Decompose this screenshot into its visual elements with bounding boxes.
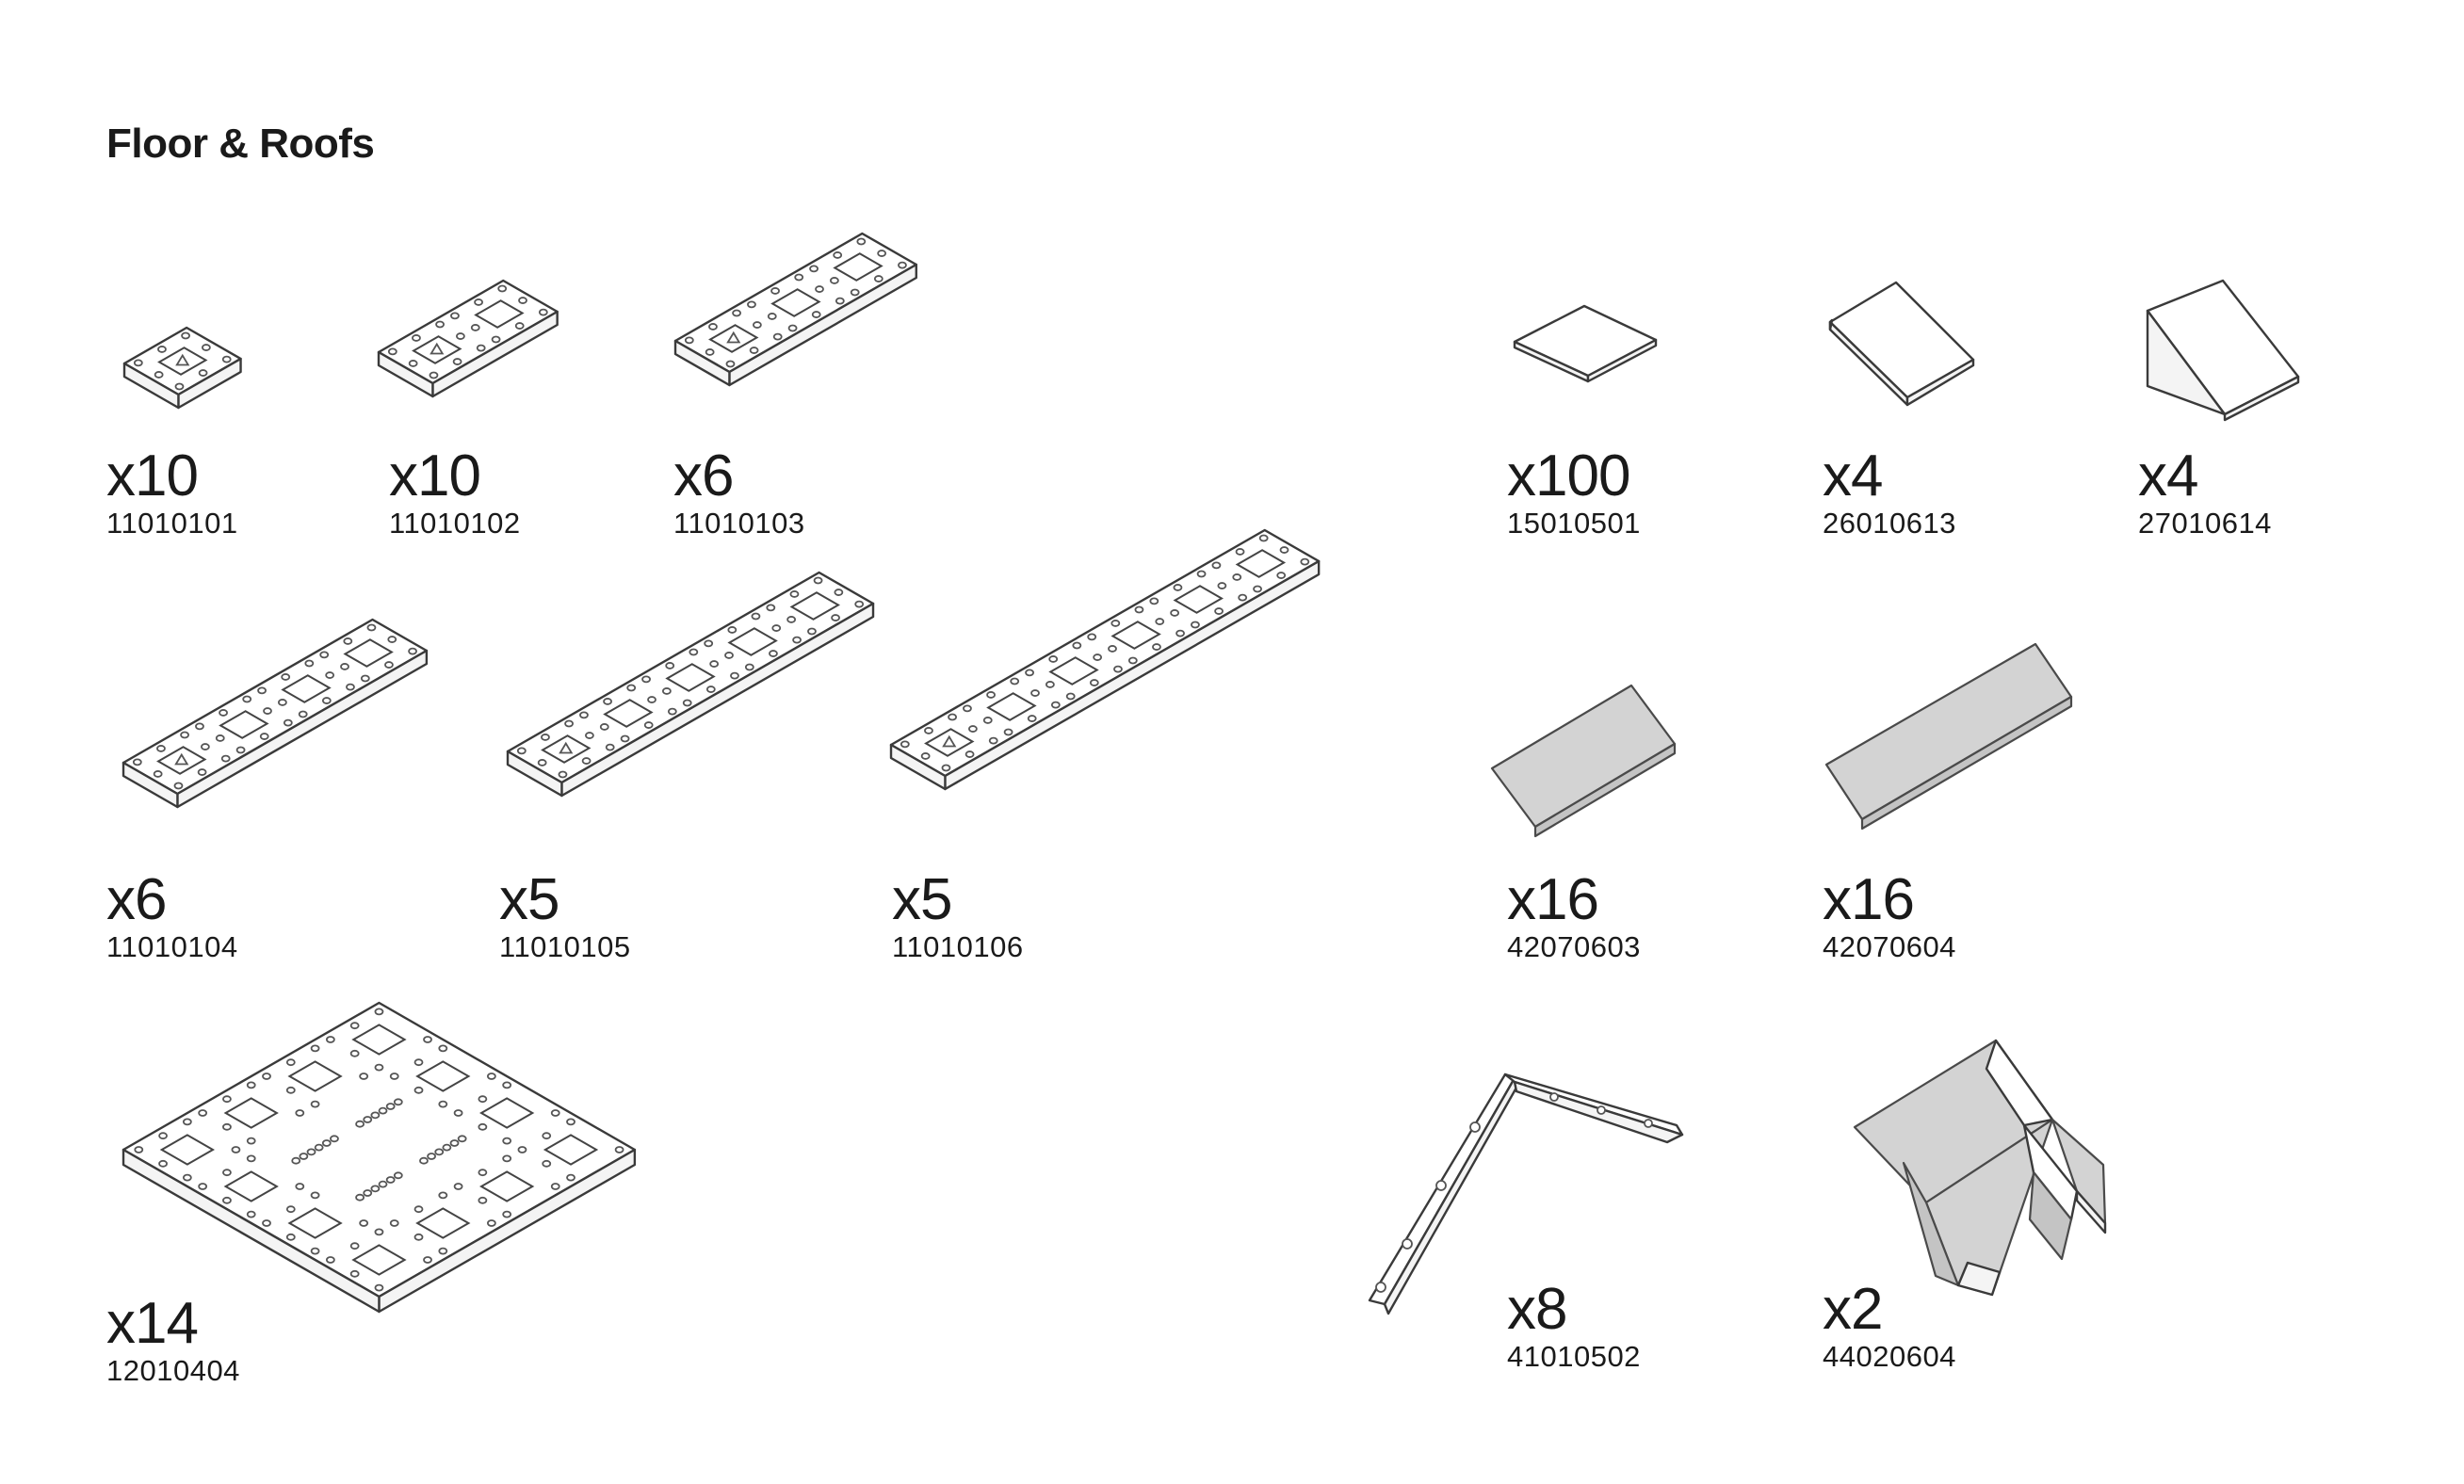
part-code: 27010614	[2138, 507, 2272, 540]
roof-slope-short-illustration	[1490, 684, 1677, 838]
floor-plate-1x4-illustration	[122, 618, 429, 809]
part-code: 44020604	[1823, 1340, 1956, 1373]
roof-ridge-bracket-illustration	[1368, 1073, 1684, 1315]
part-code: 12010404	[106, 1354, 240, 1387]
part-quantity: x4	[1823, 444, 1883, 508]
floor-plate-1x2-illustration	[377, 279, 559, 398]
part-code: 11010102	[389, 507, 521, 540]
slope-tile-illustration	[1828, 281, 1975, 407]
steep-slope-tile-illustration	[2146, 279, 2300, 422]
page-title: Floor & Roofs	[106, 121, 375, 167]
part-quantity: x2	[1823, 1277, 1883, 1342]
part-quantity: x4	[2138, 444, 2198, 508]
part-quantity: x5	[499, 867, 559, 932]
part-code: 42070603	[1507, 930, 1641, 963]
part-quantity: x6	[106, 867, 167, 932]
floor-plate-1x1-illustration	[122, 326, 242, 410]
part-quantity: x5	[892, 867, 952, 932]
part-quantity: x10	[106, 444, 199, 508]
part-code: 26010613	[1823, 507, 1956, 540]
part-quantity: x16	[1823, 867, 1915, 932]
part-code: 11010101	[106, 507, 238, 540]
floor-plate-1x6-illustration	[889, 528, 1321, 791]
part-code: 41010502	[1507, 1340, 1641, 1373]
roof-slope-long-illustration	[1824, 642, 2073, 831]
part-code: 11010106	[892, 930, 1024, 963]
part-quantity: x16	[1507, 867, 1599, 932]
floor-plate-1x3-illustration	[673, 232, 917, 387]
part-quantity: x10	[389, 444, 481, 508]
part-code: 11010103	[673, 507, 805, 540]
part-code: 11010105	[499, 930, 631, 963]
flat-tile-illustration	[1513, 304, 1658, 383]
part-quantity: x100	[1507, 444, 1630, 508]
part-quantity: x14	[106, 1291, 199, 1356]
roof-corner-illustration	[1853, 1039, 2107, 1297]
floor-plate-1x5-illustration	[506, 571, 875, 798]
part-code: 15010501	[1507, 507, 1641, 540]
part-quantity: x8	[1507, 1277, 1567, 1342]
floor-plate-4x4-illustration	[122, 1001, 637, 1314]
part-quantity: x6	[673, 444, 734, 508]
part-code: 42070604	[1823, 930, 1956, 963]
part-code: 11010104	[106, 930, 238, 963]
